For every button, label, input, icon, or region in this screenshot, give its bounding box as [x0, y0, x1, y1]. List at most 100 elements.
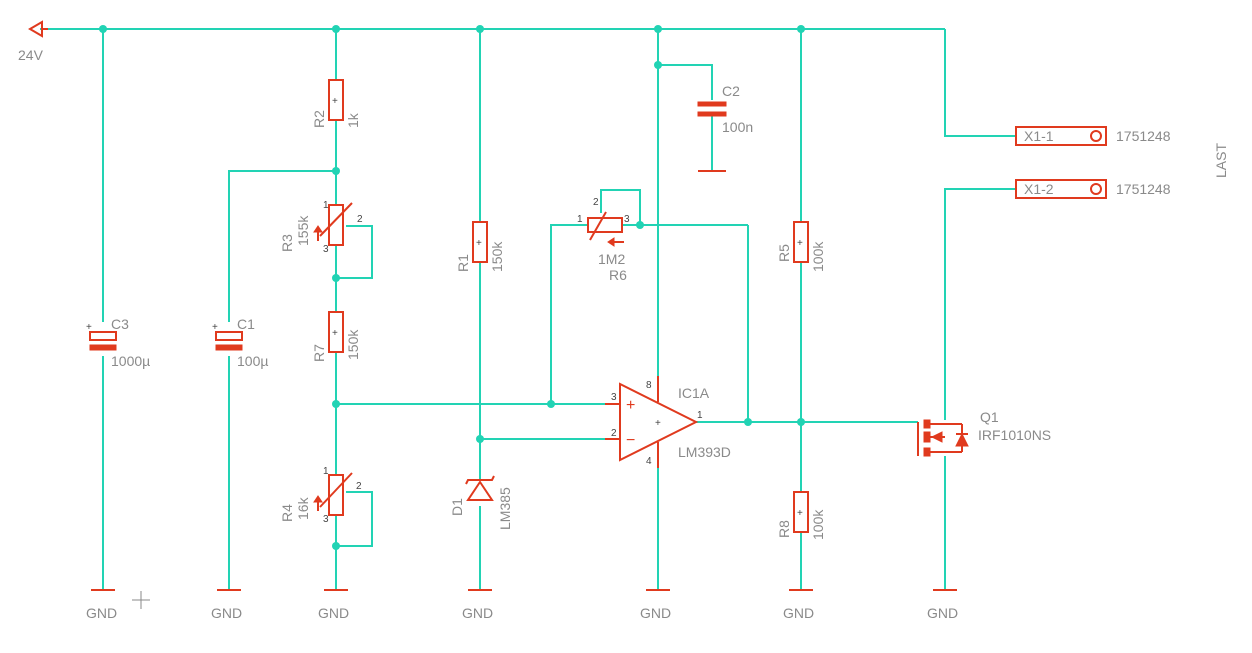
- r6-body-icon: [587, 217, 623, 233]
- r1-value: 150k: [489, 241, 505, 272]
- opamp-pin: 1: [697, 410, 703, 421]
- r4-body-icon: [328, 474, 344, 516]
- r3-body-icon: [328, 204, 344, 246]
- x1-1-terminal-icon: [1015, 126, 1107, 146]
- junction-dot: [332, 274, 340, 282]
- ic1a-name: IC1A: [678, 385, 710, 401]
- capacitor-c1: + C1 100µ: [212, 316, 268, 369]
- cursor-crosshair-icon: [132, 591, 150, 609]
- opamp-pin: 4: [646, 456, 652, 467]
- r4-pin: 2: [356, 481, 362, 492]
- c1-name: C1: [237, 316, 255, 332]
- wire: [944, 29, 1016, 137]
- c1-polarity: +: [212, 322, 218, 333]
- r3-pin: 1: [323, 200, 329, 211]
- r5-value: 100k: [810, 241, 826, 272]
- r7-marker: +: [332, 328, 338, 339]
- supply-label: 24V: [18, 47, 44, 63]
- r2-body-icon: [328, 79, 344, 121]
- junction-dot: [547, 400, 555, 408]
- junction-dot: [476, 435, 484, 443]
- junction-dot: [99, 25, 107, 33]
- c3-name: C3: [111, 316, 129, 332]
- r6-pin: 3: [624, 214, 630, 225]
- gnd-label: GND: [86, 605, 117, 621]
- r5-name: R5: [776, 244, 792, 262]
- r4-wiper-icon: [319, 472, 353, 508]
- r1-marker: +: [476, 238, 482, 249]
- r3-pin: 3: [323, 244, 329, 255]
- junction-dot: [332, 25, 340, 33]
- r3-name: R3: [279, 234, 295, 252]
- x1-1-name: X1-1: [1024, 128, 1054, 144]
- trimmer-r3: 1 2 3 R3 155k: [279, 200, 363, 255]
- d1-diode-icon: [466, 480, 494, 501]
- wire: [944, 188, 1016, 420]
- opamp-plus-sign: +: [626, 397, 635, 414]
- c3-plate-icon: [89, 331, 117, 341]
- wire: [336, 491, 373, 547]
- ground-icon: GND: [927, 589, 958, 621]
- resistor-r2: + R2 1k: [311, 79, 361, 128]
- junction-dot: [332, 542, 340, 550]
- c3-plate-icon: [89, 344, 117, 351]
- junction-dot: [332, 167, 340, 175]
- q1-body-diode-icon: [955, 432, 969, 447]
- q1-value: IRF1010NS: [978, 427, 1051, 443]
- gnd-label: GND: [783, 605, 814, 621]
- c1-plate-icon: [215, 331, 243, 341]
- c1-value: 100µ: [237, 353, 268, 369]
- x1-2-value: 1751248: [1116, 181, 1171, 197]
- opamp-pin: 2: [611, 428, 617, 439]
- junction-dot: [332, 400, 340, 408]
- c3-value: 1000µ: [111, 353, 150, 369]
- c3-polarity: +: [86, 322, 92, 333]
- junction-dot: [654, 25, 662, 33]
- comparator-ic1a: + − 3 2 8 4 1 + IC1A LM393D: [605, 376, 731, 468]
- r1-name: R1: [455, 254, 471, 272]
- r6-pin: 2: [593, 197, 599, 208]
- r8-body-icon: [793, 491, 809, 533]
- supply-24v: 24V: [18, 20, 48, 63]
- r6-pin: 1: [577, 214, 583, 225]
- ground-icon: GND: [783, 589, 814, 621]
- opamp-triangle-icon: [619, 382, 699, 462]
- gnd-label: GND: [462, 605, 493, 621]
- r7-value: 150k: [345, 329, 361, 360]
- gnd-label: GND: [640, 605, 671, 621]
- r6-name: R6: [609, 267, 627, 283]
- d1-value: LM385: [497, 487, 513, 530]
- junction-dot: [797, 25, 805, 33]
- x1-2-pin-icon: [1090, 183, 1102, 195]
- r5-marker: +: [797, 238, 803, 249]
- x1-1-pin-icon: [1090, 130, 1102, 142]
- gnd-label: GND: [318, 605, 349, 621]
- ground-icon: GND: [640, 589, 671, 621]
- mosfet-q1: Q1 IRF1010NS: [917, 409, 1051, 457]
- wire: [228, 170, 336, 322]
- trimmer-r6: 1 2 3 1M2 R6: [577, 197, 630, 283]
- junction-dot: [797, 418, 805, 426]
- wire: [600, 189, 641, 225]
- x1-2-name: X1-2: [1024, 181, 1054, 197]
- x1-2-terminal-icon: [1015, 179, 1107, 199]
- capacitor-c3: + C3 1000µ: [86, 316, 150, 369]
- junction-dot: [654, 61, 662, 69]
- wire: [336, 225, 373, 279]
- resistor-r7: + R7 150k: [311, 311, 361, 362]
- ground-icon: GND: [462, 589, 493, 621]
- ic1a-value: LM393D: [678, 444, 731, 460]
- opamp-pin: 3: [611, 392, 617, 403]
- r1-body-icon: [472, 221, 488, 263]
- junction-dot: [744, 418, 752, 426]
- x1-1-value: 1751248: [1116, 128, 1171, 144]
- r4-pin: 3: [323, 514, 329, 525]
- r3-pin: 2: [357, 214, 363, 225]
- capacitor-c2: C2 100n: [697, 83, 753, 172]
- junction-dot: [476, 25, 484, 33]
- connector-x1: X1-1 1751248 X1-2 1751248 LAST: [1015, 126, 1229, 199]
- r3-wiper-icon: [319, 202, 353, 237]
- c2-value: 100n: [722, 119, 753, 135]
- trimmer-r4: 1 2 3 R4 16k: [279, 466, 362, 525]
